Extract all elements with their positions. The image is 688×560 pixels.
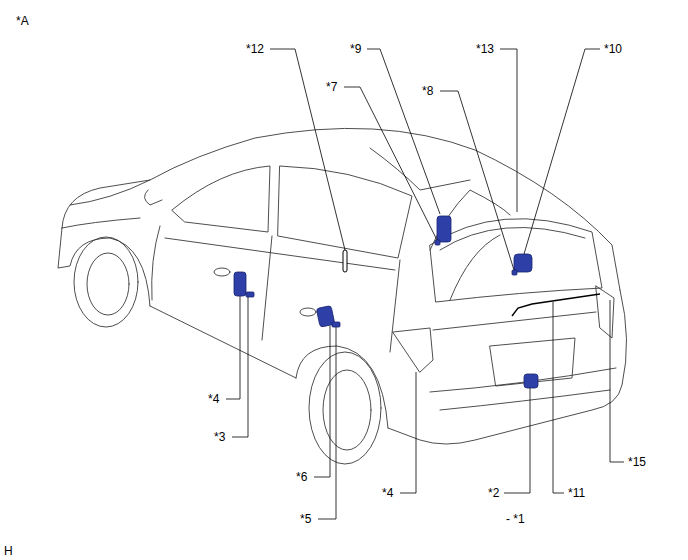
leader-lines — [226, 49, 624, 519]
lock-part — [435, 240, 440, 245]
lock-part — [514, 254, 532, 272]
lock-part — [246, 292, 254, 297]
lock-part — [332, 322, 340, 327]
callout-number: *7 — [326, 80, 337, 94]
callout-number: *4 — [208, 392, 219, 406]
lock-part — [234, 272, 246, 296]
callout-number: *12 — [246, 42, 264, 56]
callout-number: - *1 — [506, 512, 525, 526]
lock-part — [437, 216, 451, 242]
callout-number: *5 — [300, 512, 311, 526]
callout-number: *6 — [296, 470, 307, 484]
callout-number: *15 — [628, 455, 646, 469]
callout-number: *8 — [422, 84, 433, 98]
callout-number: *11 — [568, 486, 585, 500]
figure-code: H — [4, 544, 13, 558]
lock-part — [512, 270, 517, 275]
wire-harness — [512, 294, 600, 316]
sensor-part — [343, 250, 347, 272]
callout-number: *9 — [350, 42, 361, 56]
lock-part — [524, 374, 538, 388]
callout-number: *10 — [604, 42, 622, 56]
callout-number: *13 — [476, 42, 494, 56]
callout-number: *4 — [382, 486, 393, 500]
callout-number: *3 — [214, 430, 225, 444]
view-label: *A — [16, 14, 29, 28]
callout-number: *2 — [488, 486, 499, 500]
